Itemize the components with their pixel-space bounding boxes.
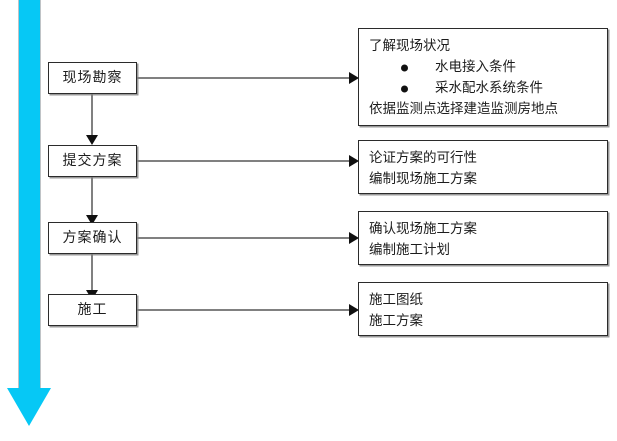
detail-line-text: 确认现场施工方案	[369, 221, 477, 237]
stage-label-site-survey: 现场勘察	[62, 70, 123, 86]
connector-site-survey-to-submit-plan	[91, 94, 93, 139]
workflow-direction-arrow-head	[7, 388, 51, 426]
stage-label-submit-plan: 提交方案	[62, 153, 123, 169]
stage-box-site-survey[interactable]: 现场勘察	[48, 62, 137, 94]
detail-box-confirm-plan: 确认现场施工方案 编制施工计划	[358, 211, 608, 265]
stage-box-submit-plan[interactable]: 提交方案	[48, 145, 137, 177]
connector-construction-to-detail	[137, 309, 351, 311]
detail-line-text: 了解现场状况	[369, 38, 450, 54]
stage-box-confirm-plan[interactable]: 方案确认	[48, 222, 137, 254]
bullet-icon	[401, 64, 408, 71]
stage-label-confirm-plan: 方案确认	[62, 230, 123, 246]
stage-label-construction: 施工	[77, 302, 108, 318]
connector-arrowhead-site-survey	[349, 72, 359, 84]
detail-line-bullet: 采水配水系统条件	[369, 78, 607, 99]
detail-box-site-survey: 了解现场状况 水电接入条件 采水配水系统条件 依据监测点选择建造监测房地点	[358, 28, 608, 126]
connector-site-survey-to-detail	[137, 77, 351, 79]
detail-line-text: 施工方案	[369, 313, 423, 329]
connector-arrowhead-submit-plan-detail	[349, 155, 359, 167]
bullet-icon	[401, 85, 408, 92]
detail-line-text: 编制现场施工方案	[369, 171, 477, 187]
detail-line-text: 水电接入条件	[435, 59, 516, 75]
detail-line-text: 依据监测点选择建造监测房地点	[369, 101, 558, 117]
workflow-direction-arrow-shaft	[18, 0, 41, 389]
detail-box-submit-plan: 论证方案的可行性 编制现场施工方案	[358, 140, 608, 194]
detail-line-text: 采水配水系统条件	[435, 80, 543, 96]
detail-box-construction: 施工图纸 施工方案	[358, 282, 608, 336]
connector-arrowhead-confirm-plan-detail	[349, 232, 359, 244]
detail-line-bullet: 水电接入条件	[369, 57, 607, 78]
detail-line-text: 施工图纸	[369, 292, 423, 308]
connector-arrowhead-confirm-plan	[86, 215, 98, 225]
detail-line-text: 编制施工计划	[369, 242, 450, 258]
connector-confirm-plan-to-detail	[137, 237, 351, 239]
connector-arrowhead-construction-detail	[349, 304, 359, 316]
connector-submit-plan-to-detail	[137, 160, 351, 162]
connector-submit-plan-to-confirm-plan	[91, 177, 93, 219]
connector-confirm-plan-to-construction	[91, 254, 93, 294]
connector-arrowhead-submit-plan	[86, 135, 98, 145]
detail-line-text: 论证方案的可行性	[369, 150, 477, 166]
stage-box-construction[interactable]: 施工	[48, 294, 137, 326]
